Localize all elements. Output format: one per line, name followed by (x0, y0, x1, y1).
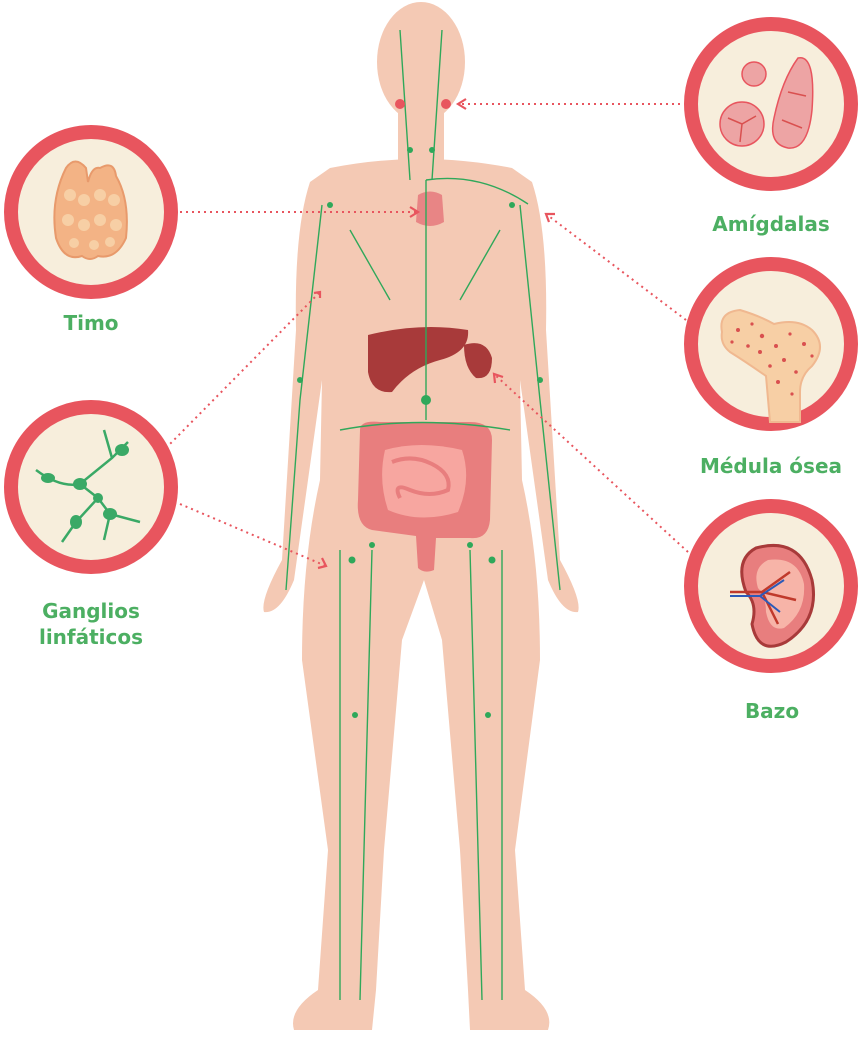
label-lymph-nodes: Ganglios linfáticos (38, 599, 144, 649)
small-intestine (382, 445, 467, 518)
bone-marrow-callout (684, 257, 858, 431)
spleen-icon (730, 543, 815, 648)
tonsils-callout (684, 17, 858, 191)
connector-lymph-nodes-upper (165, 291, 321, 449)
lymph-vessels (285, 29, 561, 1001)
label-spleen: Bazo (744, 699, 800, 723)
thymus-organ (416, 191, 444, 226)
connector-lymph-nodes-lower (179, 503, 327, 567)
tonsils-icon (719, 57, 814, 149)
label-thymus: Timo (63, 311, 119, 335)
lymph-nodes (297, 147, 543, 718)
connector-spleen (493, 373, 689, 553)
bone-marrow-icon (720, 308, 821, 423)
label-tonsils: Amígdalas (712, 212, 830, 236)
internal-organs (357, 191, 492, 572)
connector-arrowheads (313, 98, 555, 570)
thymus-icon (53, 160, 128, 260)
connector-lines (165, 103, 689, 567)
label-bone-marrow: Médula ósea (699, 454, 843, 478)
thymus-callout (4, 125, 178, 299)
connector-bone-marrow (545, 213, 687, 321)
tonsil-dots (395, 99, 451, 109)
liver (368, 326, 469, 393)
stomach-spleen (464, 343, 492, 379)
spleen-callout (684, 499, 858, 673)
lymph-nodes-callout (4, 400, 178, 574)
